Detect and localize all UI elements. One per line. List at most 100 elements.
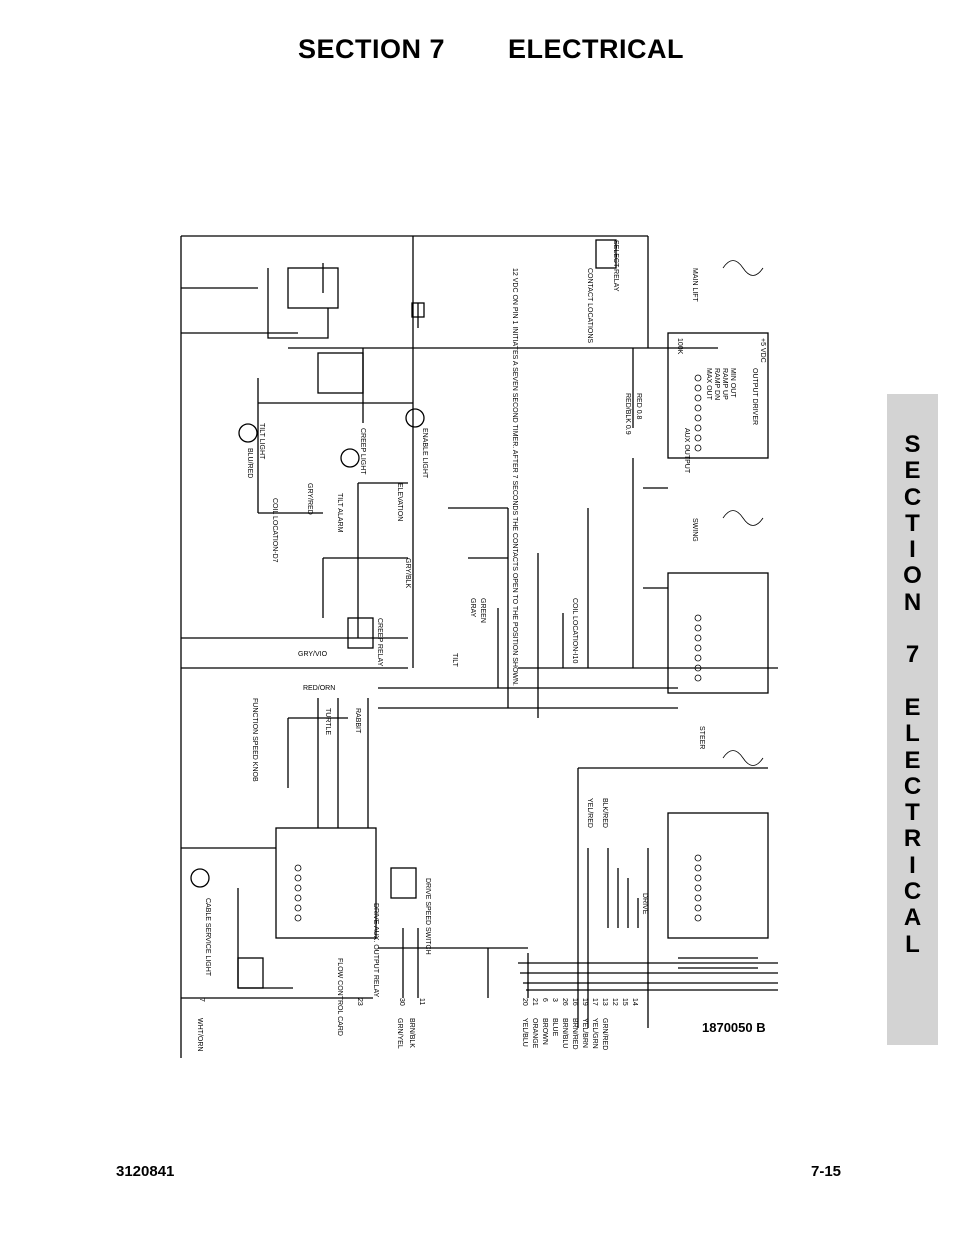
label-tilt-alarm: TILT ALARM [336,493,343,533]
label-drive-speed-switch: DRIVE SPEED SWITCH [424,878,431,955]
terminal-6: 6 [541,998,548,1002]
wire-orange: ORANGE [531,1018,538,1049]
terminal-7: 7 [198,998,205,1002]
card-5vdc: +5 VDC [759,338,766,363]
wire-blu-red: BLU/RED [246,448,253,478]
card-output-driver: OUTPUT DRIVER [751,368,758,425]
side-tab-letter [887,616,938,642]
side-tab-letter: C [903,483,922,511]
label-turtle: TURTLE [324,708,331,735]
label-creep-relay: CREEP RELAY [376,618,383,667]
timer-note: 12 VDC ON PIN 1 INITIATES A SEVEN SECOND… [511,268,518,686]
side-tab-letter: C [903,878,922,906]
wire-yel-blu: YEL/BLU [521,1018,528,1047]
wire-yel-brn: YEL/BRN [581,1018,588,1048]
side-tab-letter: L [905,720,920,748]
section-title: ELECTRICAL [508,34,684,64]
side-tab-letter [887,669,938,695]
label-steer: STEER [698,726,705,749]
card-100k: 100K [676,338,683,355]
side-tab-letter: A [903,904,922,932]
side-tab-letter: T [905,799,920,827]
label-enable-light: ENABLE LIGHT [421,428,428,479]
terminal-11: 11 [418,998,425,1005]
wire-gry-blk: GRY/BLK [404,558,411,589]
terminal-19: 19 [581,998,588,1006]
side-tab-letter: 7 [905,641,920,669]
side-tab-letter: E [904,457,921,485]
wire-blue: BLUE [551,1018,558,1037]
side-tab-letter: E [904,746,921,774]
side-tab-letter: R [903,825,922,853]
timer-note-text: 12 VDC ON PIN 1 INITIATES A SEVEN SECOND… [511,268,518,686]
terminal-21: 21 [531,998,538,1006]
wire-grn-yel: GRN/YEL [396,1018,403,1049]
terminal-16: 16 [571,998,578,1006]
label-elevation: ELEVATION [396,483,403,521]
side-tab-letter: I [909,536,916,564]
terminal-13: 13 [601,998,608,1006]
wire-green: GREEN [479,598,486,623]
label-flow-control-card: FLOW CONTROL CARD [336,958,343,1036]
label-rabbit: RABBIT [354,708,361,734]
wire-gray: GRAY [469,598,476,618]
electrical-schematic: MAIN LIFT SWING STEER DRIVE SELECT RELAY… [178,228,798,1058]
schematic-drawing: MAIN LIFT SWING STEER DRIVE SELECT RELAY… [180,235,798,1058]
terminal-12: 12 [611,998,618,1006]
wire-red-08: RED 0.8 [635,393,642,420]
wire-wht-orn: WHT/ORN [196,1018,203,1051]
side-tab-letter: T [905,509,920,537]
terminal-20: 20 [521,998,528,1006]
terminal-26: 26 [561,998,568,1006]
label-main-lift: MAIN LIFT [691,268,698,303]
side-tab-letter: L [905,930,920,958]
page-number: 7-15 [811,1163,842,1180]
label-drive: DRIVE [641,893,648,915]
wire-brn-blk: BRN/BLK [408,1018,415,1048]
document-number: 3120841 [116,1163,175,1180]
label-cable-service-light: CABLE SERVICE LIGHT [204,898,211,977]
wire-brn-blu: BRN/BLU [561,1018,568,1048]
side-tab-letter: I [909,851,916,879]
label-coil-d7: COIL LOCATION-D7 [271,498,278,563]
card-ramp-up: RAMP UP [721,368,728,400]
wire-red-blk-09: RED/BLK 0.9 [624,393,631,435]
label-function-speed-knob: FUNCTION SPEED KNOB [251,698,258,782]
side-tab-letter: S [904,431,921,458]
terminal-30: 30 [398,998,405,1006]
terminal-23: 23 [356,998,363,1006]
terminal-17: 17 [591,998,598,1006]
label-tilt-light: TILT LIGHT [258,423,265,460]
side-tab-letter: O [903,562,922,590]
label-swing: SWING [691,518,698,542]
page-header: SECTION 7 ELECTRICAL [0,34,954,74]
card-min-out: MIN OUT [729,368,736,398]
side-tab-letter: N [903,588,922,616]
side-tab-letter: E [904,693,921,721]
label-tilt: TILT [451,653,458,668]
wire-brown: BROWN [541,1018,548,1045]
wire-gry-vio: GRY/VIO [298,651,328,658]
wire-yel-grn: YEL/GRN [591,1018,598,1049]
drawing-number: 1870050 B [702,1020,766,1035]
card-max-out: MAX OUT [705,368,712,401]
section-number: SECTION 7 [298,34,446,64]
label-select-relay: SELECT RELAY [612,240,619,292]
label-drive-aux-relay: DRIVE AUX. OUTPUT RELAY [372,903,379,998]
side-tab-letter: C [903,772,922,800]
terminal-15: 15 [621,998,628,1006]
label-creep-light: CREEP LIGHT [359,428,366,475]
card-ramp-dn: RAMP DN [713,368,720,400]
label-coil-i10: COIL LOCATION-I10 [571,598,578,663]
wire-yel-red: YEL/RED [586,798,593,828]
terminal-3: 3 [551,998,558,1002]
wire-blk-red: BLK/RED [601,798,608,828]
card-aux-output: AUX OUTPUT [683,428,690,474]
wire-gry-red: GRY/RED [306,483,313,515]
terminal-14: 14 [631,998,638,1006]
wire-grn-red: GRN/RED [601,1018,608,1050]
label-contact-locations: CONTACT LOCATIONS [586,268,593,343]
wire-brn-red: BRN/RED [571,1018,578,1050]
wire-red-orn: RED/ORN [303,685,335,692]
